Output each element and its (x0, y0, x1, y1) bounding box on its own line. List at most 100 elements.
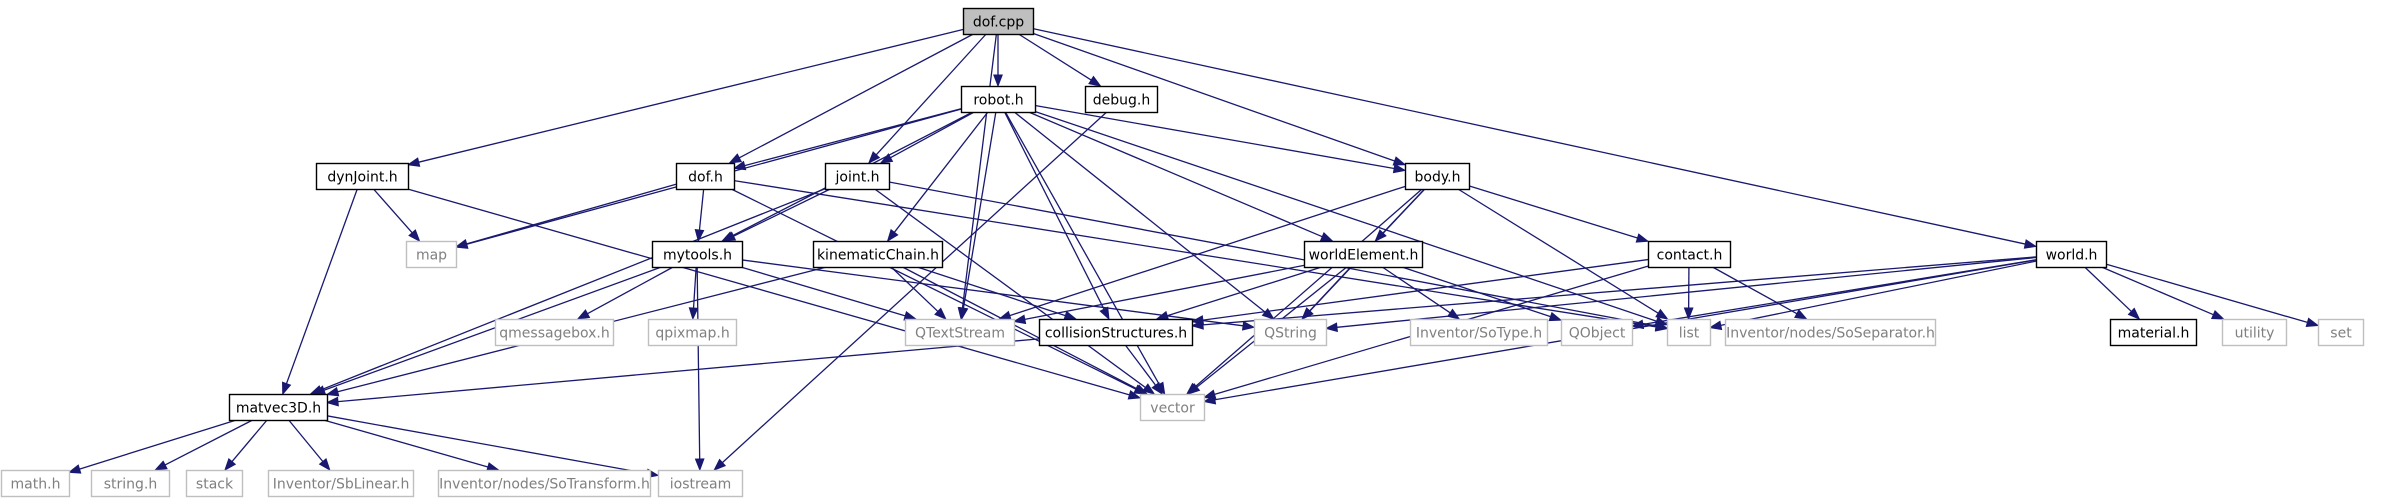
node-box (1404, 162, 1471, 191)
edge-arrowhead (1683, 307, 1694, 321)
edge-joint_h-to-mytools_h (722, 188, 831, 242)
node-material_h[interactable]: material.h (2109, 318, 2198, 347)
node-box (962, 7, 1035, 36)
edge-line (1018, 33, 1092, 81)
node-collisionstructures_h[interactable]: collisionStructures.h (1038, 318, 1194, 347)
edge-joint_h-to-matvec3d_h (309, 188, 826, 395)
node-dof_h[interactable]: dof.h (675, 162, 736, 191)
node-kinematicchain_h[interactable]: kinematicChain.h (812, 240, 944, 269)
edge-arrowhead (1190, 315, 1205, 325)
node-box (405, 240, 458, 269)
edge-line (231, 419, 268, 463)
edge-world_h-to-list (1708, 260, 2037, 331)
edge-line (733, 179, 1657, 328)
edge-contact_h-to-collisionstructures_h (1190, 258, 1649, 325)
edge-dof_cpp-to-qtextstream (957, 33, 998, 321)
node-qobject: QObject (1560, 318, 1634, 347)
edge-worldelement_h-to-collisionstructures_h (1155, 266, 1322, 321)
edge-worldelement_h-to-qtextstream (1012, 264, 1305, 325)
edge-arrowhead (2127, 307, 2141, 320)
edge-line (1124, 344, 1157, 386)
node-box (824, 162, 891, 191)
edge-collisionstructures_h-to-vector (1124, 344, 1164, 396)
edge-arrowhead (1392, 156, 1407, 166)
edge-dof_cpp-to-world_h (1032, 27, 2038, 249)
node-body_h[interactable]: body.h (1404, 162, 1471, 191)
node-mytools_h[interactable]: mytools.h (651, 240, 744, 269)
node-box (675, 162, 736, 191)
edge-body_h-to-list (1457, 188, 1669, 320)
edge-line (1028, 111, 1323, 238)
edge-robot_h-to-collisionstructures_h (1003, 111, 1110, 321)
node-inventor_nodes_sotransform_h: Inventor/nodes/SoTransform.h (437, 469, 652, 498)
edge-robot_h-to-worldelement_h (1028, 111, 1334, 242)
node-dof_cpp[interactable]: dof.cpp (962, 7, 1035, 36)
edge-line (741, 259, 1244, 327)
node-box (904, 318, 1016, 347)
node-label: stack (196, 477, 234, 493)
edge-arrowhead (1063, 310, 1078, 321)
edge-matvec3d_h-to-stack (224, 419, 268, 472)
node-joint_h[interactable]: joint.h (824, 162, 891, 191)
edge-matvec3d_h-to-math_h (67, 419, 237, 474)
edge-arrowhead (1446, 308, 1461, 320)
edge-mytools_h-to-qpixmap_h (688, 266, 699, 321)
edge-arrowhead (325, 396, 339, 407)
edge-arrowhead (694, 458, 705, 472)
node-inventor_sblinear_h: Inventor/SbLinear.h (267, 469, 415, 498)
node-robot_h[interactable]: robot.h (960, 85, 1037, 114)
edge-world_h-to-set (2105, 263, 2320, 328)
edge-line (418, 28, 964, 163)
node-label: matvec3D.h (236, 401, 321, 417)
edge-line (1202, 258, 1649, 321)
edge-arrowhead (576, 309, 591, 320)
edge-dof_cpp-to-joint_h (867, 33, 987, 165)
edge-line (875, 33, 987, 156)
node-dynjoint_h[interactable]: dynJoint.h (315, 162, 410, 191)
edge-line (730, 188, 1137, 390)
node-worldelement_h[interactable]: worldElement.h (1303, 240, 1424, 269)
edge-line (323, 419, 489, 468)
edge-line (890, 266, 939, 312)
edge-line (337, 338, 1040, 403)
node-label: QTextStream (915, 326, 1005, 342)
edge-dof_cpp-to-dynjoint_h (406, 28, 964, 167)
edge-line (902, 266, 1138, 390)
edge-line (1032, 27, 2026, 245)
node-box (228, 393, 329, 422)
edge-line (1202, 256, 2037, 326)
edge-line (1034, 104, 1395, 170)
node-label: collisionStructures.h (1045, 326, 1187, 342)
node-box (812, 240, 944, 269)
edge-line (326, 415, 648, 475)
node-debug_h[interactable]: debug.h (1084, 85, 1159, 114)
edge-kinematicchain_h-to-qtextstream (890, 266, 947, 320)
edge-arrowhead (867, 151, 881, 165)
node-label: qmessagebox.h (499, 326, 609, 342)
node-utility: utility (2221, 318, 2288, 347)
node-box (1409, 318, 1549, 347)
edge-line (961, 33, 998, 309)
node-label: vector (1150, 401, 1195, 417)
edge-line (740, 266, 906, 317)
edge-dof_cpp-to-body_h (1032, 32, 1407, 166)
edge-line (373, 188, 413, 234)
node-qmessagebox_h: qmessagebox.h (494, 318, 615, 347)
node-label: robot.h (973, 93, 1023, 109)
edge-joint_h-to-vector (874, 188, 1156, 395)
node-label: QString (1264, 326, 1317, 342)
edge-arrowhead (1099, 306, 1110, 321)
node-matvec3d_h[interactable]: matvec3D.h (228, 393, 329, 422)
edge-arrowhead (1127, 389, 1142, 400)
edge-arrowhead (406, 157, 421, 167)
edge-line (323, 266, 662, 391)
node-world_h[interactable]: world.h (2035, 240, 2108, 269)
edge-arrowhead (694, 229, 705, 243)
node-inventor_nodes_soseparator_h: Inventor/nodes/SoSeparator.h (1724, 318, 1937, 347)
node-contact_h[interactable]: contact.h (1647, 240, 1732, 269)
edge-robot_h-to-joint_h (879, 111, 975, 164)
node-box (2109, 318, 2198, 347)
edge-arrowhead (1319, 231, 1334, 242)
node-label: math.h (11, 477, 61, 493)
node-label: qpixmap.h (655, 326, 729, 342)
